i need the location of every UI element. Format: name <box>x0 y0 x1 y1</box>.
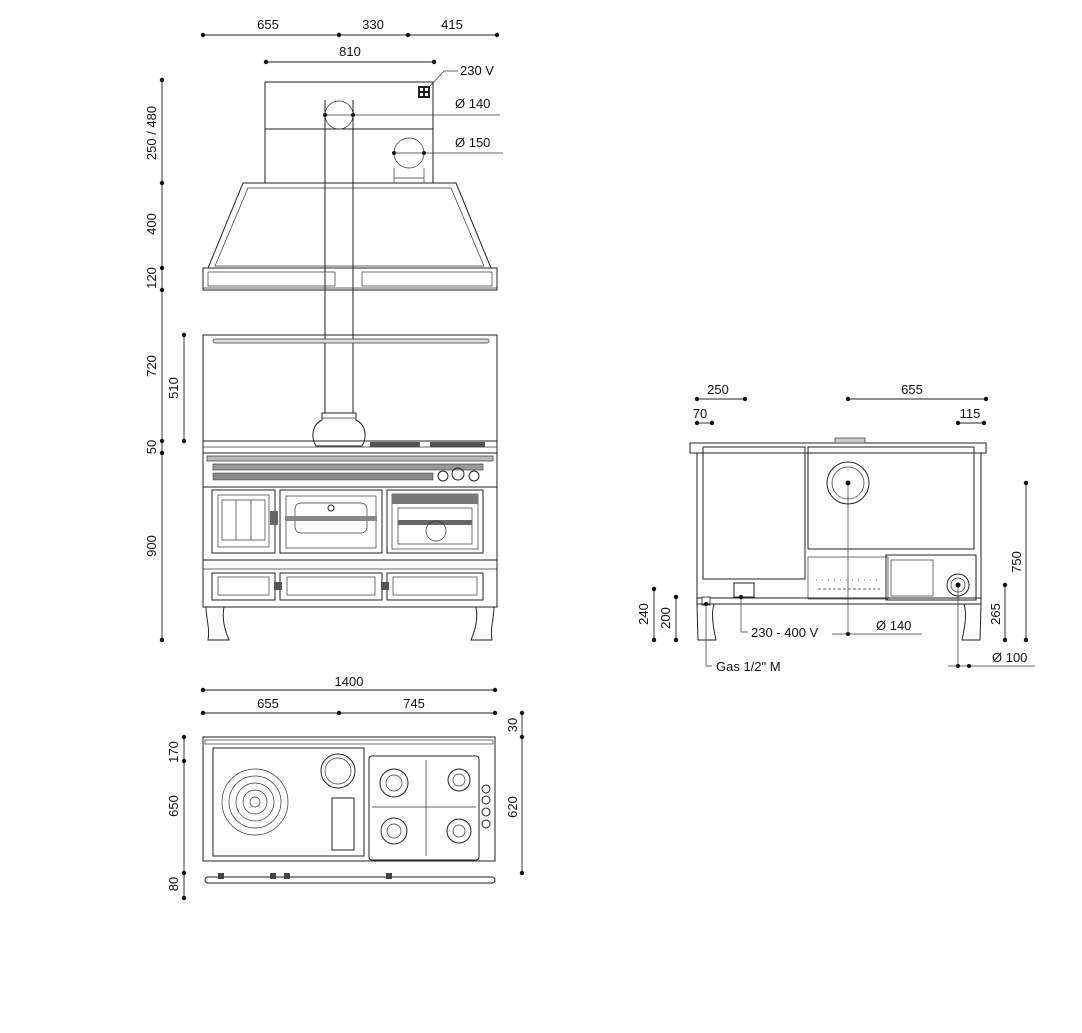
front-view: 655 330 415 810 <box>144 17 503 643</box>
dim-810: 810 <box>339 44 361 59</box>
dim-30: 30 <box>505 718 520 732</box>
flue-pipe <box>312 100 366 447</box>
dim-620: 620 <box>505 796 520 818</box>
dim-415: 415 <box>441 17 463 32</box>
flue-box: 230 V Ø 140 Ø 150 <box>264 63 503 183</box>
air-inlet-callout: Ø 100 <box>992 650 1027 665</box>
rear-body <box>689 437 987 641</box>
dim-240: 240 <box>636 603 651 625</box>
dim-120: 120 <box>144 267 159 289</box>
dim-80: 80 <box>166 877 181 891</box>
dim-330: 330 <box>362 17 384 32</box>
firebox-lid-icon <box>320 753 356 789</box>
control-knob-icon <box>468 470 480 482</box>
rear-left-dimensions: 240 200 <box>636 586 679 643</box>
dim-720: 720 <box>144 355 159 377</box>
gas-burner-icon <box>446 818 472 844</box>
dim-655-plan: 655 <box>257 696 279 711</box>
dim-265: 265 <box>988 603 1003 625</box>
power-terminal-icon <box>733 582 755 598</box>
hotplate-ring-icon <box>221 768 289 836</box>
flue-diameter-150: Ø 150 <box>455 135 490 150</box>
rear-top-dimensions: 250 655 70 115 <box>693 382 989 426</box>
control-knob-icon <box>481 819 491 829</box>
dim-655: 655 <box>257 17 279 32</box>
dim-250-480: 250 / 480 <box>144 106 159 160</box>
range-hood <box>202 182 498 291</box>
rear-view: 250 655 70 115 <box>636 382 1035 674</box>
control-knob-icon <box>481 784 491 794</box>
gas-burner-icon <box>447 768 471 792</box>
backsplash-panel <box>202 334 498 442</box>
electrical-box-icon <box>418 86 430 98</box>
oven-fan-icon <box>425 520 447 542</box>
dim-745: 745 <box>403 696 425 711</box>
control-knob-icon <box>481 795 491 805</box>
stove-legs <box>205 606 495 641</box>
plan-left-dimensions: 170 650 80 <box>166 734 187 901</box>
control-knob-icon <box>437 470 449 482</box>
front-towel-rail <box>204 876 496 884</box>
dim-750: 750 <box>1009 551 1024 573</box>
voltage-callout: 230 V <box>460 63 494 78</box>
stove-body <box>202 452 498 608</box>
dim-115: 115 <box>960 406 981 421</box>
gas-burner-icon <box>379 768 409 798</box>
dim-200: 200 <box>658 607 673 629</box>
dim-70: 70 <box>693 406 707 421</box>
front-top-dimensions: 655 330 415 810 <box>200 17 500 65</box>
gas-burner-icon <box>380 817 408 845</box>
plan-view: 1400 655 745 <box>166 674 525 901</box>
plan-top-dimensions: 1400 655 745 <box>200 674 498 716</box>
gas-callout: Gas 1/2" M <box>716 659 781 674</box>
dim-900: 900 <box>144 535 159 557</box>
cooktop-rail <box>202 440 498 454</box>
cooktop-plan <box>202 736 496 884</box>
dim-170: 170 <box>166 741 181 763</box>
rear-right-dimensions: 750 265 <box>988 480 1029 643</box>
rear-flue-callout: Ø 140 <box>876 618 911 633</box>
power-callout: 230 - 400 V <box>751 625 819 640</box>
front-left-dimensions: 250 / 480 400 120 720 510 50 900 <box>144 77 187 643</box>
dim-1400: 1400 <box>335 674 364 689</box>
dim-510: 510 <box>166 377 181 399</box>
control-knob-icon <box>451 467 465 481</box>
flue-diameter-140: Ø 140 <box>455 96 490 111</box>
control-knob-icon <box>481 807 491 817</box>
dim-655-rear: 655 <box>901 382 923 397</box>
rear-callouts: 230 - 400 V Ø 140 Gas 1/2" M Ø 100 <box>704 480 1035 674</box>
dim-650: 650 <box>166 795 181 817</box>
dim-50: 50 <box>144 440 159 454</box>
dim-250-rear: 250 <box>707 382 729 397</box>
plan-right-dimensions: 30 620 <box>505 710 525 876</box>
dim-400: 400 <box>144 213 159 235</box>
